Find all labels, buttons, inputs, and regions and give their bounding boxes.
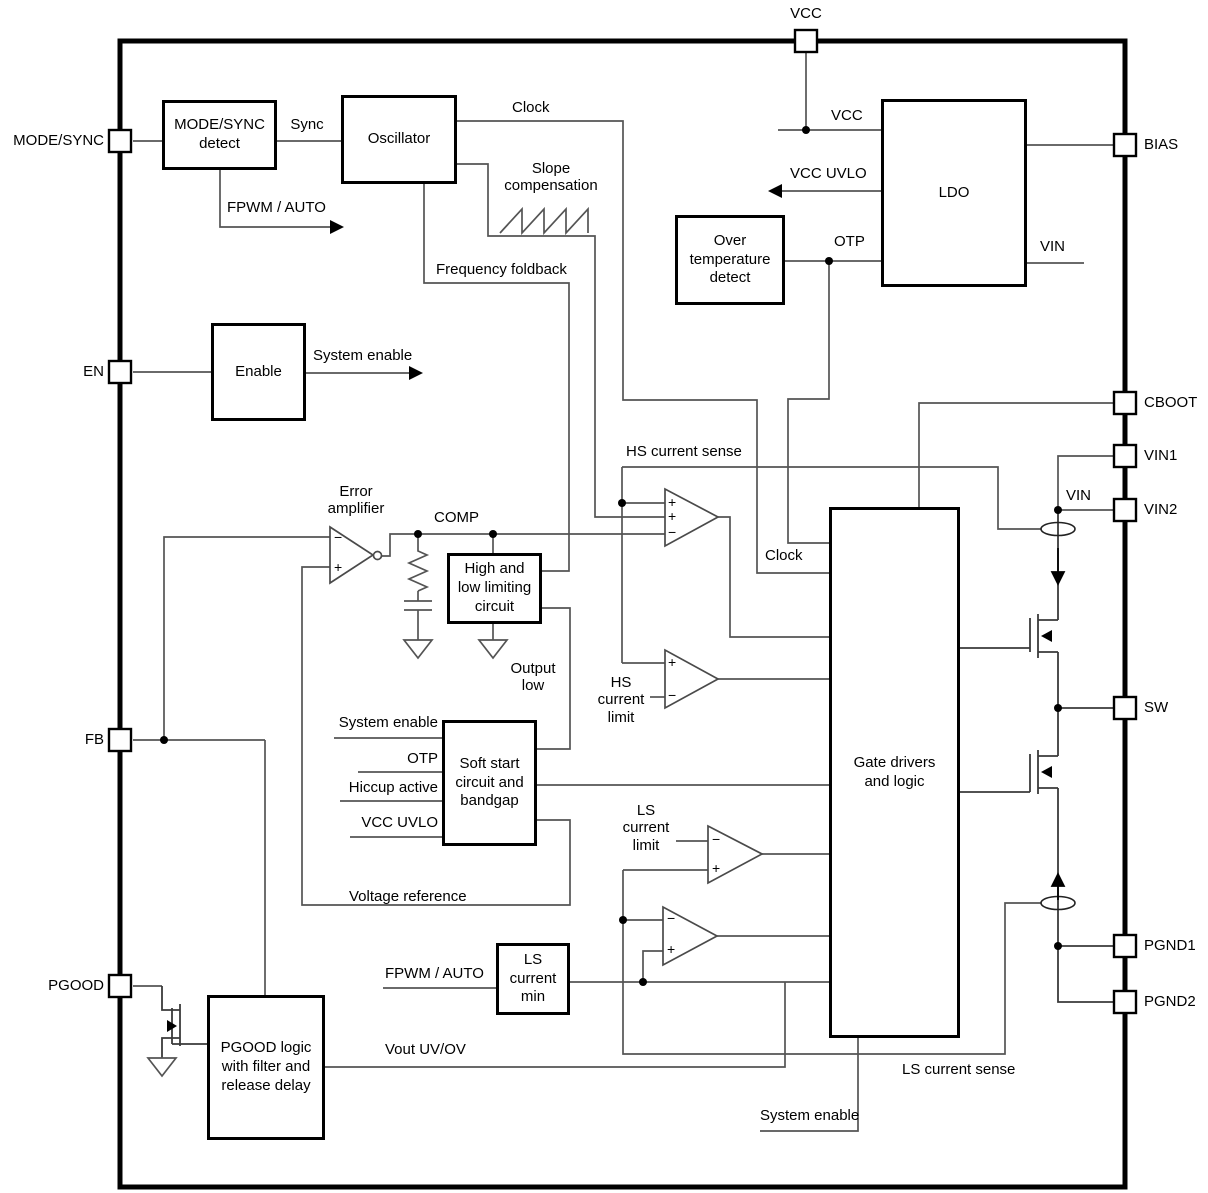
current-arrows — [1050, 548, 1066, 900]
ls-limit-plus: + — [712, 860, 721, 876]
label-error-amplifier: Error amplifier — [327, 483, 385, 518]
pin-label-pgood: PGOOD — [48, 977, 104, 994]
pwm-comparator-triangle — [664, 487, 720, 548]
label-ss-vcc-uvlo: VCC UVLO — [361, 814, 438, 831]
pin-label-pgnd2: PGND2 — [1144, 993, 1196, 1010]
comparators — [329, 487, 764, 967]
pin-label-sw: SW — [1144, 699, 1169, 716]
label-system-enable-3: System enable — [760, 1107, 860, 1124]
pin-pgood — [107, 973, 133, 999]
pin-cboot — [1112, 390, 1138, 416]
label-vcc-ldo: VCC — [831, 107, 863, 124]
block-soft-start-bandgap: Soft start circuit and bandgap — [442, 720, 537, 846]
pin-label-bias: BIAS — [1144, 136, 1179, 153]
pin-label-vcc: VCC — [790, 5, 822, 22]
label-hs-current-limit: HS current limit — [597, 674, 645, 726]
label-comp: COMP — [434, 509, 479, 526]
ls-limit-comparator-triangle — [707, 824, 764, 885]
error-amp-minus: − — [334, 529, 343, 545]
junction-dots — [160, 126, 1062, 986]
pin-vin2 — [1112, 497, 1138, 523]
label-clock-top: Clock — [512, 99, 550, 116]
label-ls-current-sense: LS current sense — [902, 1061, 1016, 1078]
block-gate-drivers-logic: Gate drivers and logic — [829, 507, 960, 1038]
pin-bias — [1112, 132, 1138, 158]
label-ss-otp: OTP — [407, 750, 438, 767]
system-enable-arrowhead — [409, 366, 423, 380]
label-output-low: Output low — [510, 660, 556, 695]
ls-zero-comparator-triangle — [662, 905, 719, 967]
ls-fet-arrow-icon — [1041, 766, 1052, 778]
label-vin-right: VIN — [1066, 487, 1092, 504]
pwm-comp-plus-1: + — [668, 494, 677, 510]
error-amp-plus: + — [334, 559, 343, 575]
error-amplifier-triangle — [329, 525, 375, 585]
pin-label-vin2: VIN2 — [1144, 501, 1178, 518]
label-sync: Sync — [290, 116, 324, 133]
power-stage-wires — [161, 510, 1114, 1058]
label-ss-hiccup-active: Hiccup active — [348, 779, 438, 796]
label-fpwm-auto-2: FPWM / AUTO — [385, 965, 484, 982]
label-vout-uv-ov: Vout UV/OV — [385, 1041, 466, 1058]
pin-squares — [107, 28, 1138, 1015]
pin-fb — [107, 727, 133, 753]
block-ls-current-min: LS current min — [496, 943, 570, 1015]
block-enable: Enable — [211, 323, 306, 421]
pin-label-en: EN — [83, 363, 104, 380]
pgood-fet-arrow-icon — [167, 1020, 177, 1032]
label-otp-1: OTP — [834, 233, 865, 250]
ground-symbols — [146, 639, 509, 1078]
pin-label-mode-sync: MODE/SYNC — [13, 132, 104, 149]
label-vcc-uvlo-1: VCC UVLO — [790, 165, 867, 182]
chip-border — [117, 38, 1128, 1190]
pin-label-cboot: CBOOT — [1144, 394, 1198, 411]
ls-limit-minus: − — [712, 831, 721, 847]
label-fpwm-auto-1: FPWM / AUTO — [227, 199, 326, 216]
block-high-low-limiting: High and low limiting circuit — [447, 553, 542, 624]
pin-vin1 — [1112, 443, 1138, 469]
block-over-temperature-detect: Over temperature detect — [675, 215, 785, 305]
label-voltage-reference: Voltage reference — [349, 888, 467, 905]
pin-en — [107, 359, 133, 385]
ls-zero-minus: − — [667, 910, 676, 926]
pin-mode-sync — [107, 128, 133, 154]
pwm-comp-minus: − — [668, 524, 677, 540]
pin-vcc — [793, 28, 819, 54]
pin-pgnd1 — [1112, 933, 1138, 959]
hs-limit-plus: + — [668, 654, 677, 670]
vcc-uvlo-arrowhead — [768, 184, 782, 198]
signal-wires — [133, 52, 1114, 1132]
error-amplifier-output-bubble — [372, 550, 383, 561]
hs-limit-minus: − — [668, 687, 677, 703]
pin-sw — [1112, 695, 1138, 721]
block-pgood-logic: PGOOD logic with filter and release dela… — [207, 995, 325, 1140]
hs-fet-arrow-icon — [1041, 630, 1052, 642]
label-hs-current-sense: HS current sense — [626, 443, 742, 460]
block-ldo: LDO — [881, 99, 1027, 287]
label-vin-ldo: VIN — [1040, 238, 1066, 255]
pin-label-fb: FB — [84, 731, 104, 748]
block-oscillator: Oscillator — [341, 95, 457, 184]
label-slope-compensation: Slope compensation — [504, 160, 598, 195]
hs-limit-comparator-triangle — [664, 648, 720, 710]
pin-label-vin1: VIN1 — [1144, 447, 1178, 464]
label-ls-current-limit: LS current limit — [622, 802, 670, 854]
pin-pgnd2 — [1112, 989, 1138, 1015]
pwm-comp-plus-2: + — [668, 508, 677, 524]
label-ss-system-enable: System enable — [338, 714, 438, 731]
label-clock-2: Clock — [765, 547, 803, 564]
hs-current-sensor-icon — [1040, 521, 1076, 537]
block-mode-sync-detect: MODE/SYNC detect — [162, 100, 277, 170]
pin-label-pgnd1: PGND1 — [1144, 937, 1196, 954]
label-frequency-foldback: Frequency foldback — [436, 261, 567, 278]
ls-zero-plus: + — [667, 941, 676, 957]
fpwm-auto-arrowhead — [330, 220, 344, 234]
label-system-enable-1: System enable — [313, 347, 413, 364]
